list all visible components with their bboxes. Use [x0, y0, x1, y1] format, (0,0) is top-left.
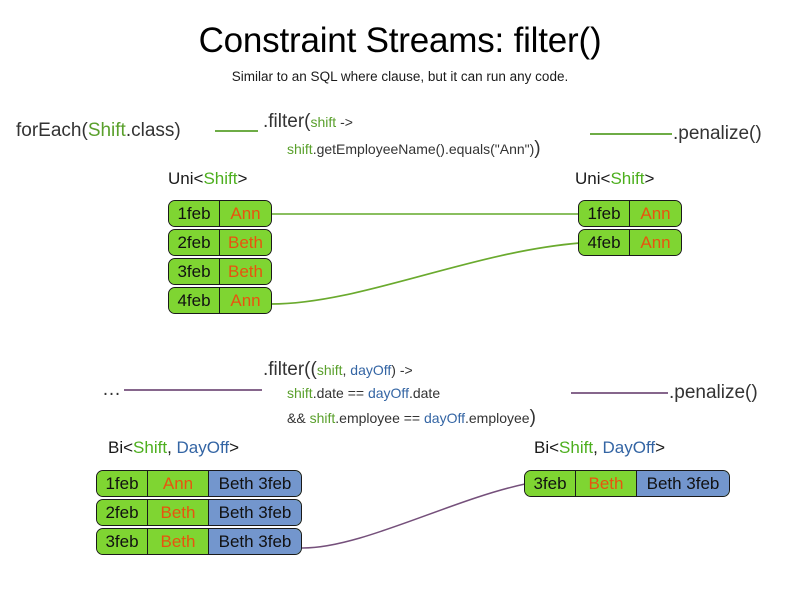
bi-right-type-dayoff: DayOff	[602, 438, 656, 457]
bi-filter-l3-dayoff: dayOff	[424, 410, 465, 426]
bi-filter-l2-shift: shift	[287, 385, 313, 401]
bi-connector-3feb	[300, 483, 526, 549]
bi-filter-l3-mid: .employee ==	[335, 410, 424, 426]
fact-cell-date: 1feb	[579, 201, 630, 226]
bi-filter-param-dayoff: dayOff	[350, 362, 392, 378]
fact-cell-date: 1feb	[97, 471, 148, 496]
uni-right-type-suffix: >	[644, 169, 655, 188]
uni-left-type-prefix: Uni<	[168, 169, 204, 188]
slide-subtitle: Similar to an SQL where clause, but it c…	[231, 69, 569, 84]
bi-source-ellipsis: …	[102, 379, 121, 400]
bi-filter-l2-mid: .date ==	[312, 385, 368, 401]
slide-title: Constraint Streams: filter()	[198, 21, 602, 60]
bi-filter-l2-tail: .date	[408, 385, 441, 401]
bi-filter-arrow: ) ->	[391, 362, 413, 378]
uni-filter-body: .getEmployeeName().equals("Ann")	[312, 141, 535, 157]
fact-cell-date: 3feb	[525, 471, 576, 496]
bi-filter-prefix: .filter((	[263, 359, 317, 380]
fact-cell-dayoff: Beth 3feb	[208, 500, 301, 525]
fact-cell-date: 2feb	[169, 230, 220, 255]
bi-filter-l2-dayoff: dayOff	[367, 385, 409, 401]
fact-cell-employee: Beth	[220, 259, 271, 284]
bi-filter-line2: shift.date == dayOff.date	[287, 384, 440, 403]
bi-filter-param-shift: shift	[316, 362, 343, 378]
bi-left-type-dayoff: DayOff	[176, 438, 230, 457]
bi-filter-l3-tail: .employee	[465, 410, 530, 426]
uni-right-type-label: Uni<Shift>	[575, 168, 654, 189]
foreach-call: forEach(Shift.class)	[16, 119, 181, 143]
bi-filter-l3-amp: &&	[287, 410, 310, 426]
fact-cell-employee: Ann	[220, 201, 271, 226]
uni-left-type-label: Uni<Shift>	[168, 168, 247, 189]
uni-left-type-name: Shift	[203, 169, 238, 188]
uni-connector-4feb	[270, 242, 581, 305]
bi-left-type-shift: Shift	[133, 438, 168, 457]
fact-cell-date: 4feb	[169, 288, 220, 313]
bi-filter-close-paren: )	[529, 407, 536, 428]
fact-cell-employee: Beth	[148, 500, 208, 525]
uni-filter-line2: shift.getEmployeeName().equals("Ann"))	[287, 137, 541, 161]
uni-filter-close-paren: )	[534, 138, 541, 159]
bi-filter-line3: && shift.employee == dayOff.employee)	[287, 406, 536, 430]
bi-left-type-label: Bi<Shift, DayOff>	[108, 437, 239, 458]
uni-filter-prefix: .filter(	[263, 111, 311, 132]
fact-cell-date: 3feb	[97, 529, 148, 554]
uni-right-type-name: Shift	[610, 169, 645, 188]
uni-filter-arrow: ->	[336, 114, 353, 130]
bi-filter-line1: .filter((shift, dayOff) ->	[263, 358, 413, 382]
fact-cell-dayoff: Beth 3feb	[208, 529, 301, 554]
bi-left-type-prefix: Bi<	[108, 438, 134, 457]
bi-filter-l3-shift: shift	[309, 410, 336, 426]
fact-cell-dayoff: Beth 3feb	[636, 471, 729, 496]
uni-filter-body-var: shift	[287, 141, 313, 157]
foreach-suffix: .class)	[125, 120, 181, 141]
uni-left-type-suffix: >	[237, 169, 248, 188]
bi-right-type-label: Bi<Shift, DayOff>	[534, 437, 665, 458]
bi-right-type-shift: Shift	[559, 438, 594, 457]
fact-cell-employee: Ann	[220, 288, 271, 313]
uni-right-type-prefix: Uni<	[575, 169, 611, 188]
fact-cell-employee: Ann	[630, 230, 681, 255]
bi-left-type-suffix: >	[229, 438, 240, 457]
bi-right-type-prefix: Bi<	[534, 438, 560, 457]
fact-cell-date: 3feb	[169, 259, 220, 284]
fact-cell-employee: Beth	[220, 230, 271, 255]
uni-penalize-call: .penalize()	[673, 123, 762, 144]
bi-penalize-call: .penalize()	[669, 382, 758, 403]
uni-filter-param: shift	[310, 114, 337, 130]
foreach-prefix: forEach(	[16, 120, 88, 141]
foreach-type: Shift	[87, 120, 126, 141]
bi-right-type-suffix: >	[655, 438, 666, 457]
bi-left-type-comma: ,	[167, 438, 177, 457]
bi-right-type-comma: ,	[593, 438, 603, 457]
fact-cell-employee: Beth	[148, 529, 208, 554]
fact-cell-date: 2feb	[97, 500, 148, 525]
fact-cell-employee: Ann	[630, 201, 681, 226]
bi-filter-param-comma: ,	[342, 362, 351, 378]
fact-cell-date: 1feb	[169, 201, 220, 226]
fact-cell-date: 4feb	[579, 230, 630, 255]
uni-filter-line1: .filter(shift ->	[263, 110, 353, 134]
fact-cell-employee: Beth	[576, 471, 636, 496]
fact-cell-employee: Ann	[148, 471, 208, 496]
fact-cell-dayoff: Beth 3feb	[208, 471, 301, 496]
